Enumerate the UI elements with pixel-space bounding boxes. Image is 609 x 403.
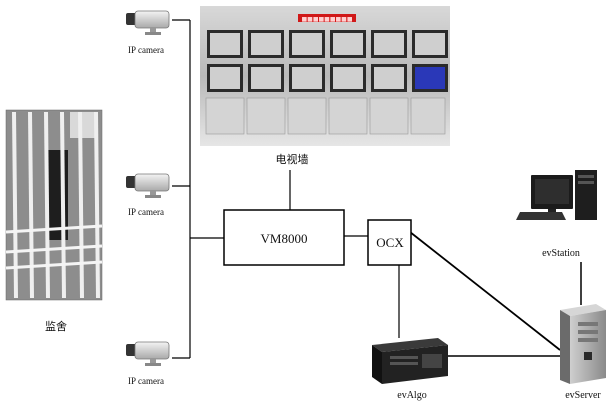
camera-icon [126, 173, 170, 198]
link-ocx-evserver [409, 231, 561, 351]
video-wall-banner: ■■■■■■■■■ [301, 16, 352, 23]
evalgo-server-icon [372, 338, 448, 384]
camera-1-label: IP camera [128, 45, 164, 55]
ip-camera-1 [126, 10, 170, 35]
evserver-tower-icon [560, 304, 606, 384]
wall-monitor-screen [333, 33, 363, 55]
camera-icon [126, 341, 170, 366]
wall-monitor-screen [333, 67, 363, 89]
vm8000-box [223, 209, 345, 266]
wall-monitor-screen [251, 67, 281, 89]
wall-monitor-screen [292, 67, 322, 89]
camera-3-label: IP camera [128, 376, 164, 386]
wall-monitor-screen [210, 33, 240, 55]
screen-grid [207, 30, 448, 92]
camera-2-label: IP camera [128, 207, 164, 217]
evstation-computer-icon [516, 170, 597, 220]
connection-lines [172, 19, 582, 359]
camera-icon [126, 10, 170, 35]
wall-monitor-screen [292, 33, 322, 55]
console-desks [205, 97, 446, 135]
evstation-label: evStation [542, 248, 580, 259]
wall-monitor-screen [374, 33, 404, 55]
wall-monitor-screen [210, 67, 240, 89]
ocx-label: OCX [376, 235, 404, 250]
wall-monitor-screen [415, 33, 445, 55]
wall-monitor-screen [374, 67, 404, 89]
cell-label: 监舍 [45, 319, 67, 333]
video-wall-photo: ■■■■■■■■■ [200, 6, 450, 146]
evserver-label: evServer [565, 390, 601, 401]
wall-monitor-screen [415, 67, 445, 89]
ip-camera-2 [126, 173, 170, 198]
wall-monitor-screen [251, 33, 281, 55]
video-wall-label: 电视墙 [276, 152, 309, 166]
cell-photo [5, 109, 103, 301]
vm8000-label: VM8000 [261, 231, 308, 246]
ocx-box [367, 219, 412, 266]
ip-camera-3 [126, 341, 170, 366]
evalgo-label: evAlgo [397, 390, 426, 401]
